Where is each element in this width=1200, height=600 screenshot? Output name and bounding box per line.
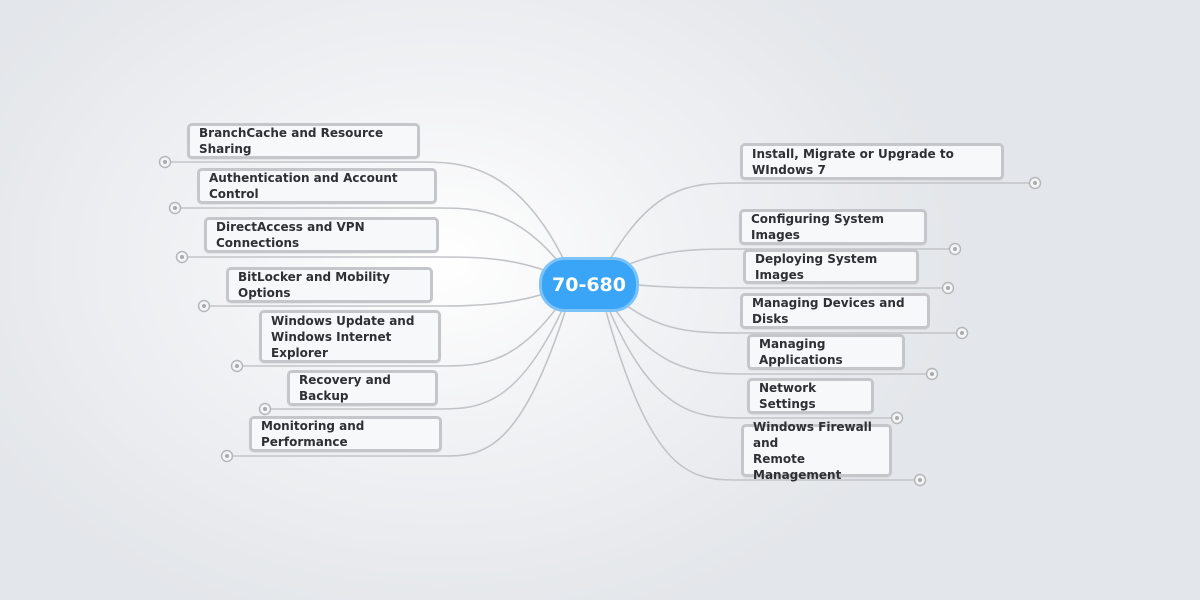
- branch-connector: [600, 289, 897, 419]
- collapse-toggle-icon[interactable]: [890, 411, 904, 425]
- topic-label: BranchCache and Resource Sharing: [199, 126, 384, 156]
- topic-managing-applications[interactable]: Managing Applications: [747, 334, 905, 370]
- topic-configuring-images[interactable]: Configuring System Images: [739, 209, 927, 245]
- branch-connector: [600, 292, 920, 481]
- topic-label: Windows Firewall and Remote Management: [753, 419, 872, 482]
- collapse-toggle-icon[interactable]: [913, 473, 927, 487]
- topic-bitlocker[interactable]: BitLocker and Mobility Options: [226, 267, 433, 303]
- central-topic[interactable]: 70-680: [539, 257, 639, 312]
- collapse-toggle-icon[interactable]: [158, 155, 172, 169]
- topic-label: Windows Update and Windows Internet Expl…: [271, 313, 415, 360]
- topic-label: Configuring System Images: [751, 212, 884, 242]
- topic-label: DirectAccess and VPN Connections: [216, 220, 365, 250]
- collapse-toggle-icon[interactable]: [955, 326, 969, 340]
- collapse-toggle-icon[interactable]: [175, 250, 189, 264]
- collapse-toggle-icon[interactable]: [220, 449, 234, 463]
- topic-label: Authentication and Account Control: [209, 171, 398, 201]
- topic-managing-devices[interactable]: Managing Devices and Disks: [740, 293, 930, 329]
- topic-deploying-images[interactable]: Deploying System Images: [743, 249, 919, 284]
- topic-label: BitLocker and Mobility Options: [238, 270, 390, 300]
- topic-monitoring[interactable]: Monitoring and Performance: [249, 416, 442, 452]
- branch-connector: [175, 207, 572, 279]
- topic-windows-update[interactable]: Windows Update and Windows Internet Expl…: [259, 310, 441, 363]
- collapse-toggle-icon[interactable]: [925, 367, 939, 381]
- collapse-toggle-icon[interactable]: [1028, 176, 1042, 190]
- topic-network-settings[interactable]: Network Settings: [747, 378, 874, 414]
- topic-recovery[interactable]: Recovery and Backup: [287, 370, 438, 406]
- collapse-toggle-icon[interactable]: [168, 201, 182, 215]
- branch-connector: [237, 286, 572, 367]
- topic-label: Network Settings: [759, 381, 817, 411]
- branch-connector: [227, 292, 572, 457]
- topic-label: Install, Migrate or Upgrade to WIndows 7: [752, 146, 954, 177]
- collapse-toggle-icon[interactable]: [948, 242, 962, 256]
- branch-connector: [600, 286, 932, 375]
- topic-label: Deploying System Images: [755, 251, 878, 282]
- collapse-toggle-icon[interactable]: [258, 402, 272, 416]
- collapse-toggle-icon[interactable]: [230, 359, 244, 373]
- topic-label: Monitoring and Performance: [261, 419, 365, 449]
- topic-install[interactable]: Install, Migrate or Upgrade to WIndows 7: [740, 143, 1004, 180]
- collapse-toggle-icon[interactable]: [197, 299, 211, 313]
- branch-connector: [165, 161, 572, 276]
- topic-label: Managing Applications: [759, 337, 843, 367]
- branch-connector: [600, 182, 1035, 276]
- topic-label: Managing Devices and Disks: [752, 296, 905, 326]
- topic-authentication[interactable]: Authentication and Account Control: [197, 168, 437, 204]
- collapse-toggle-icon[interactable]: [941, 281, 955, 295]
- central-topic-label: 70-680: [552, 273, 626, 296]
- topic-branchcache[interactable]: BranchCache and Resource Sharing: [187, 123, 420, 159]
- topic-label: Recovery and Backup: [299, 373, 391, 403]
- topic-directaccess[interactable]: DirectAccess and VPN Connections: [204, 217, 439, 253]
- topic-firewall[interactable]: Windows Firewall and Remote Management: [741, 420, 892, 482]
- branch-connector: [265, 289, 572, 410]
